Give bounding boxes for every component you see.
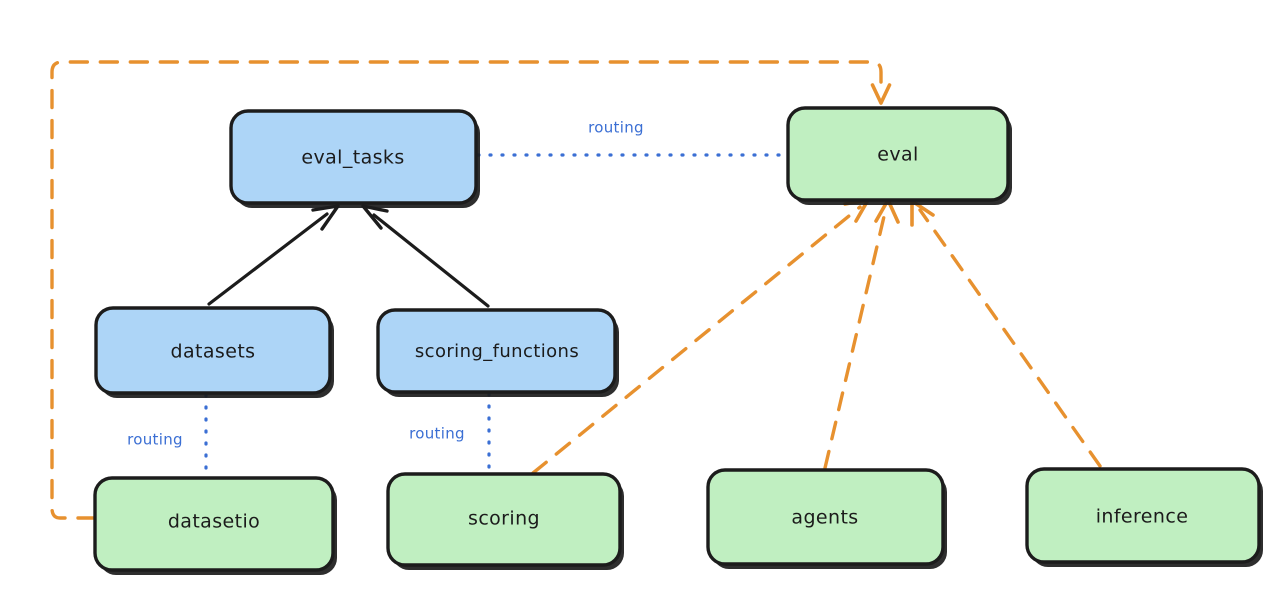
edge-datasetio-eval [50,60,892,520]
edge-path [50,60,883,520]
node-agents[interactable]: agents [706,468,947,569]
node-datasets[interactable]: datasets [94,306,334,398]
node-label: datasets [171,341,256,363]
node-label: agents [791,507,858,529]
edge-agents-eval [823,198,900,470]
edge-label-routing-datasets: routing [127,431,183,449]
node-layer: eval_tasks eval datasets scoring_functio… [93,106,1263,575]
node-label: eval_tasks [301,147,404,169]
node-box [229,109,478,205]
node-label: inference [1096,506,1189,528]
edge-path [918,208,1102,468]
edge-path [372,213,490,308]
node-label: scoring_functions [415,341,579,362]
node-box [94,306,332,395]
node-box [93,476,335,572]
node-inference[interactable]: inference [1025,467,1263,567]
edge-inference-eval [910,199,1102,468]
node-label: scoring [468,508,540,530]
node-datasetio[interactable]: datasetio [93,476,337,575]
node-scoring-functions[interactable]: scoring_functions [376,308,619,397]
node-label: datasetio [168,511,260,533]
edge-path [823,206,888,470]
node-box [706,468,945,566]
edge-label-layer: routing routing routing [127,119,644,449]
node-box [376,308,617,394]
node-box [1025,467,1261,564]
edge-label-routing-scoring-functions: routing [409,425,465,443]
edge-path [207,212,329,306]
node-label: eval [877,144,918,166]
node-box [386,472,622,567]
node-scoring[interactable]: scoring [386,472,624,570]
edge-label-routing-eval-tasks: routing [588,119,644,137]
node-eval-tasks[interactable]: eval_tasks [229,109,480,208]
node-box [786,106,1010,202]
node-eval[interactable]: eval [786,106,1012,205]
arrowhead [311,204,340,231]
edge-datasets-eval-tasks [207,204,340,306]
edge-scoring-functions-eval-tasks [361,204,490,308]
edge-path [531,205,862,475]
arrowhead [870,83,892,105]
